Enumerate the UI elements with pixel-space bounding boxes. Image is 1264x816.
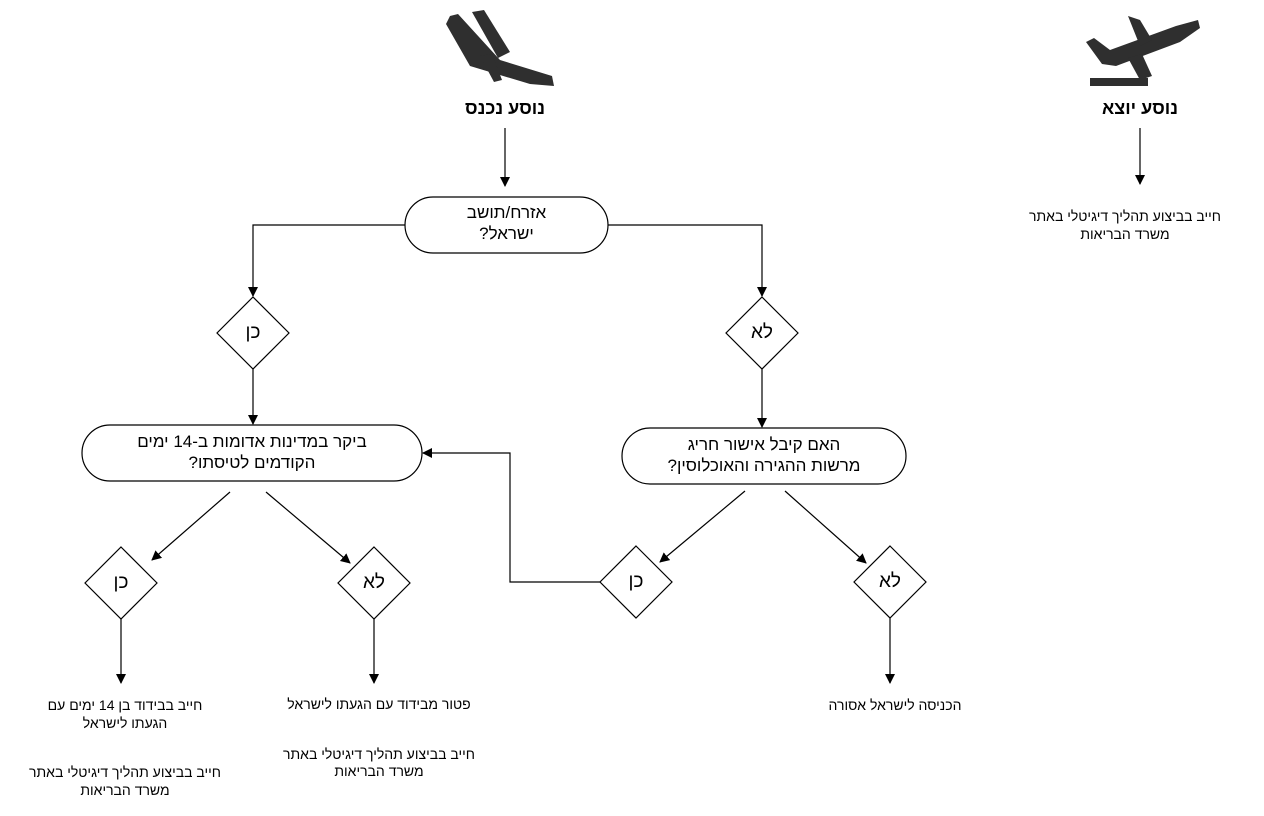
red-yes-label: כן [113, 572, 129, 593]
permit-question-text: האם קיבל אישור חריג מרשות ההגירה והאוכלו… [622, 434, 906, 477]
arrow-permit-to-yes [659, 490, 746, 563]
exempt-outcome: פטור מבידוד עם הגעתו לישראל חייב בביצוע … [254, 696, 504, 781]
permit-yes-diamond [599, 545, 673, 619]
exempt-outcome-line1: פטור מבידוד עם הגעתו לישראל [287, 696, 471, 712]
plane-takeoff-icon [1086, 16, 1200, 86]
permit-question-box [621, 427, 907, 485]
exempt-outcome-line4: משרד הבריאות [334, 763, 424, 779]
outgoing-note-line2: משרד הבריאות [1080, 225, 1170, 242]
citizen-no-label: לא [751, 322, 773, 343]
arrow-permit-to-no [784, 490, 867, 564]
arrow-citizen-to-no [608, 224, 767, 297]
red-no-label: לא [363, 572, 385, 593]
incoming-passenger-title: נוסע נכנס [465, 98, 545, 118]
citizen-question-text: אזרח/תושב ישראל? [405, 202, 608, 245]
citizen-question-line1: אזרח/תושב [466, 203, 547, 222]
outgoing-note: חייב בביצוע תהליך דיגיטלי באתר משרד הברי… [1000, 208, 1250, 243]
plane-landing-icon [446, 10, 554, 86]
quarantine-outcome-line1: חייב בבידוד בן 14 ימים עם [47, 697, 203, 713]
exempt-outcome-line3: חייב בביצוע תהליך דיגיטלי באתר [283, 745, 475, 762]
quarantine-outcome-line2: הגעתו לישראל [82, 714, 168, 731]
red-countries-question-line1: ביקר במדינות אדומות ב-14 ימים [137, 432, 367, 451]
denied-outcome: הכניסה לישראל אסורה [770, 697, 1020, 715]
permit-yes-label: כן [628, 571, 644, 592]
citizen-question-line2: ישראל? [479, 224, 534, 244]
outgoing-note-line1: חייב בביצוע תהליך דיגיטלי באתר [1029, 208, 1221, 224]
red-countries-question-text: ביקר במדינות אדומות ב-14 ימים הקודמים לט… [82, 431, 422, 474]
outgoing-passenger-title: נוסע יוצא [1102, 98, 1178, 118]
arrow-permit-yes-to-red-question [422, 448, 600, 583]
citizen-yes-label: כן [245, 322, 261, 343]
permit-question-line2: מרשות ההגירה והאוכלוסין? [667, 456, 861, 476]
quarantine-outcome: חייב בבידוד בן 14 ימים עם הגעתו לישראל ח… [0, 697, 250, 799]
red-countries-question-line2: הקודמים לטיסתו? [188, 453, 316, 473]
arrow-red-to-no [265, 491, 351, 564]
quarantine-outcome-line3: חייב בביצוע תהליך דיגיטלי באתר [29, 764, 221, 780]
permit-question-line1: האם קיבל אישור חריג [687, 435, 841, 454]
arrow-citizen-to-yes [248, 224, 405, 297]
permit-no-label: לא [879, 571, 901, 592]
arrow-red-to-yes [151, 491, 231, 561]
quarantine-outcome-line4: משרד הבריאות [80, 781, 170, 798]
denied-outcome-line1: הכניסה לישראל אסורה [828, 697, 962, 713]
